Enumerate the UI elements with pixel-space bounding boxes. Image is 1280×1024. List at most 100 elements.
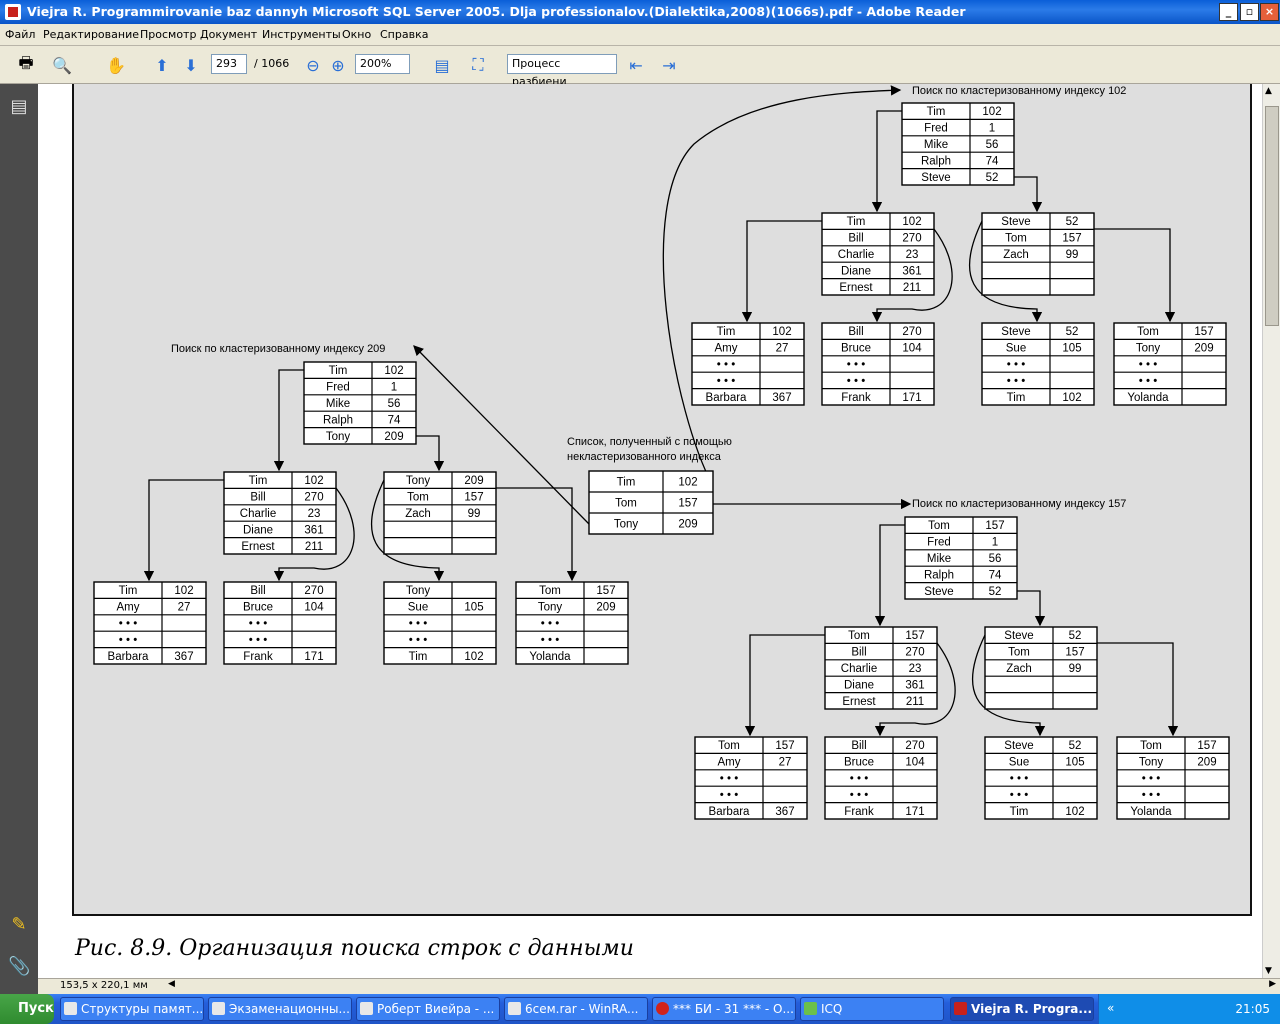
task-item[interactable]: ICQ — [800, 997, 944, 1021]
cell-text: 270 — [902, 326, 921, 338]
print-icon[interactable]: 🖶 — [18, 52, 34, 72]
task-item-active[interactable]: Viejra R. Progra... — [950, 997, 1094, 1021]
zoom-select[interactable]: 200% — [355, 54, 410, 74]
cell-text: Mike — [924, 139, 948, 151]
menu-document[interactable]: Документ — [200, 28, 258, 41]
cell-text: 209 — [678, 519, 697, 531]
cell-text: 367 — [775, 806, 794, 818]
cell-text: Tom — [539, 585, 561, 597]
forward-icon[interactable]: ⇥ — [662, 55, 676, 75]
cell-text: 102 — [678, 477, 697, 489]
vertical-scrollbar[interactable]: ▲ ▼ — [1262, 84, 1280, 978]
cell-text: 74 — [989, 569, 1002, 581]
back-icon[interactable]: ⇤ — [629, 55, 643, 75]
menu-view[interactable]: Просмотр — [140, 28, 197, 41]
task-item[interactable]: Экзаменационны... — [208, 997, 352, 1021]
menu-edit[interactable]: Редактирование — [43, 28, 139, 41]
menu-tools[interactable]: Инструменты — [262, 28, 341, 41]
cell-text: 361 — [304, 524, 323, 536]
maximize-button[interactable]: ▫ — [1240, 3, 1259, 21]
cell-text: 56 — [989, 553, 1002, 565]
task-item[interactable]: 6сем.rar - WinRA... — [504, 997, 648, 1021]
word-icon — [360, 1002, 373, 1015]
start-button[interactable]: Пуск — [0, 994, 54, 1024]
cell-text: 102 — [464, 651, 483, 663]
scroll-right-icon[interactable]: ▶ — [1269, 979, 1276, 989]
list-title-line2: некластеризованного индекса — [567, 451, 722, 463]
fit-page-icon[interactable]: ⛶ — [472, 55, 484, 74]
zoom-out-icon[interactable]: ⊖ — [306, 55, 320, 75]
cell-text: 102 — [1062, 392, 1081, 404]
cell-text: 99 — [468, 508, 481, 520]
cell-text: 157 — [464, 492, 483, 504]
attachments-icon[interactable]: 📎 — [8, 956, 31, 977]
comments-icon[interactable]: ✎ — [11, 914, 27, 935]
minimize-button[interactable]: _ — [1219, 3, 1238, 21]
cell-text: 367 — [174, 651, 193, 663]
menu-help[interactable]: Справка — [380, 28, 429, 41]
tray-expand-icon[interactable]: « — [1107, 1001, 1115, 1015]
task-item[interactable]: Структуры памят... — [60, 997, 204, 1021]
cell-text: Steve — [921, 172, 950, 184]
pages-icon[interactable]: ▤ — [10, 96, 28, 117]
adobe-reader-icon — [5, 4, 21, 20]
scroll-down-icon[interactable]: ▼ — [1265, 966, 1272, 976]
cell-text: 102 — [384, 365, 403, 377]
page-number-input[interactable]: 293 — [211, 54, 247, 74]
cell-text: Tony — [1136, 343, 1161, 355]
fit-width-icon[interactable]: ▤ — [434, 55, 450, 75]
cell-text: • • • — [409, 634, 427, 646]
cell-text: Yolanda — [1127, 392, 1169, 404]
cell-text: Barbara — [706, 392, 748, 404]
next-page-icon[interactable]: ⬇ — [184, 55, 198, 75]
cell-text: 270 — [902, 233, 921, 245]
cell-text: Frank — [841, 392, 871, 404]
zoom-in-icon[interactable]: ⊕ — [331, 55, 345, 75]
scroll-left-icon[interactable]: ◀ — [168, 979, 175, 989]
cell-text: Fred — [924, 123, 948, 135]
scroll-up-icon[interactable]: ▲ — [1265, 86, 1272, 96]
cell-text: Fred — [927, 537, 951, 549]
cell-text: 99 — [1069, 663, 1082, 675]
cell-text: Steve — [1004, 740, 1033, 752]
cell-text: 102 — [1065, 806, 1084, 818]
cell-text: Bruce — [841, 343, 871, 355]
previous-page-icon[interactable]: ⬆ — [155, 55, 169, 75]
taskbar: Пуск Структуры памят... Экзаменационны..… — [0, 994, 1280, 1024]
find-icon[interactable]: 🔍 — [52, 55, 72, 75]
cell-text: Charlie — [240, 508, 276, 520]
cell-text: 23 — [308, 508, 321, 520]
cell-text: 361 — [905, 679, 924, 691]
cell-text: Tim — [1007, 392, 1026, 404]
cell-text: 209 — [384, 431, 403, 443]
cell-text: 211 — [906, 696, 924, 708]
cell-text: 157 — [1194, 326, 1213, 338]
cell-text: 157 — [1062, 233, 1081, 245]
cell-text: • • • — [1139, 375, 1157, 387]
cell-text: Barbara — [108, 651, 150, 663]
status-bar: 153,5 x 220,1 мм ◀ ▶ — [38, 978, 1280, 994]
menu-file[interactable]: Файл — [5, 28, 36, 41]
close-button[interactable]: × — [1260, 3, 1279, 21]
cell-text: 270 — [304, 492, 323, 504]
cell-text: 171 — [902, 392, 921, 404]
hand-icon[interactable]: ✋ — [106, 55, 126, 75]
split-process-select[interactable]: Процесс разбиени — [507, 54, 617, 88]
cell-text: Amy — [117, 602, 140, 614]
cell-text: 270 — [304, 585, 323, 597]
scroll-thumb[interactable] — [1265, 106, 1279, 326]
opera-icon — [656, 1002, 669, 1015]
task-item[interactable]: *** БИ - 31 *** - О... — [652, 997, 796, 1021]
cell-text: 74 — [388, 414, 401, 426]
cell-text: 171 — [304, 651, 323, 663]
cell-text: 52 — [1069, 630, 1082, 642]
menu-window[interactable]: Окно — [342, 28, 372, 41]
cell-text: Tim — [847, 216, 866, 228]
task-item[interactable]: Роберт Виейра - ... — [356, 997, 500, 1021]
